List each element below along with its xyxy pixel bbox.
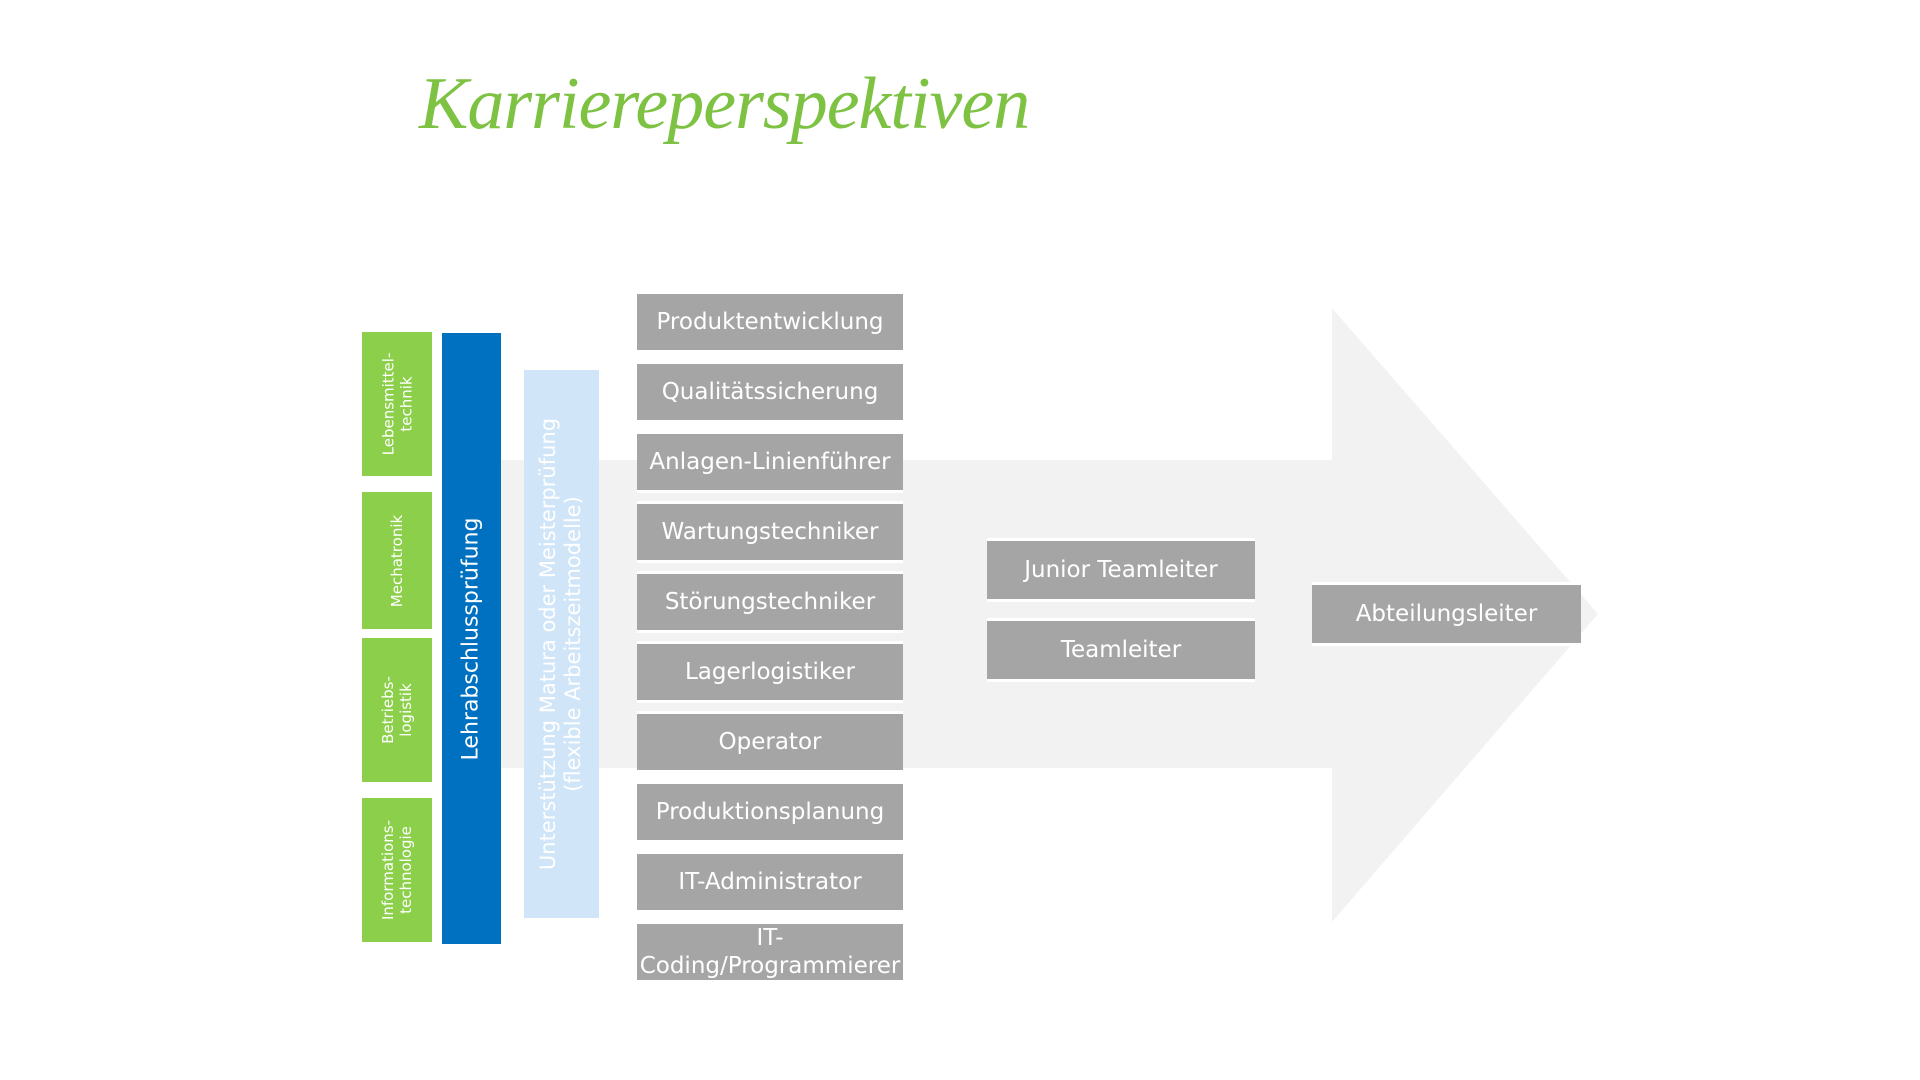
apprenticeship-label: Betriebs- logistik	[379, 676, 415, 744]
apprenticeship-box: Informations- technologie	[360, 796, 434, 944]
support-label: Unterstützung Matura oder Meisterprüfung…	[536, 417, 586, 871]
role-box: IT- Coding/Programmierer	[637, 921, 903, 983]
apprenticeship-label: Lebensmittel- technik	[379, 352, 415, 456]
role-box: Operator	[637, 711, 903, 773]
role-box: Anlagen-Linienführer	[637, 431, 903, 493]
role-box: Produktionsplanung	[637, 781, 903, 843]
support-bar: Unterstützung Matura oder Meisterprüfung…	[524, 370, 599, 918]
role-box: Qualitätssicherung	[637, 361, 903, 423]
exam-label: Lehrabschlussprüfung	[458, 517, 484, 760]
apprenticeship-box: Lebensmittel- technik	[360, 330, 434, 478]
team-box: Junior Teamleiter	[987, 538, 1255, 602]
role-box: Wartungstechniker	[637, 501, 903, 563]
role-box: IT-Administrator	[637, 851, 903, 913]
exam-bar: Lehrabschlussprüfung	[442, 333, 501, 944]
apprenticeship-box: Betriebs- logistik	[360, 636, 434, 784]
role-box: Produktentwicklung	[637, 291, 903, 353]
role-box: Störungstechniker	[637, 571, 903, 633]
apprenticeship-label: Informations- technologie	[379, 819, 415, 921]
role-box: Lagerlogistiker	[637, 641, 903, 703]
apprenticeship-label: Mechatronik	[388, 514, 406, 607]
page-title: Karriereperspektiven	[419, 63, 1030, 145]
apprenticeship-box: Mechatronik	[360, 490, 434, 631]
team-box: Teamleiter	[987, 618, 1255, 682]
head-box: Abteilungsleiter	[1312, 582, 1581, 646]
